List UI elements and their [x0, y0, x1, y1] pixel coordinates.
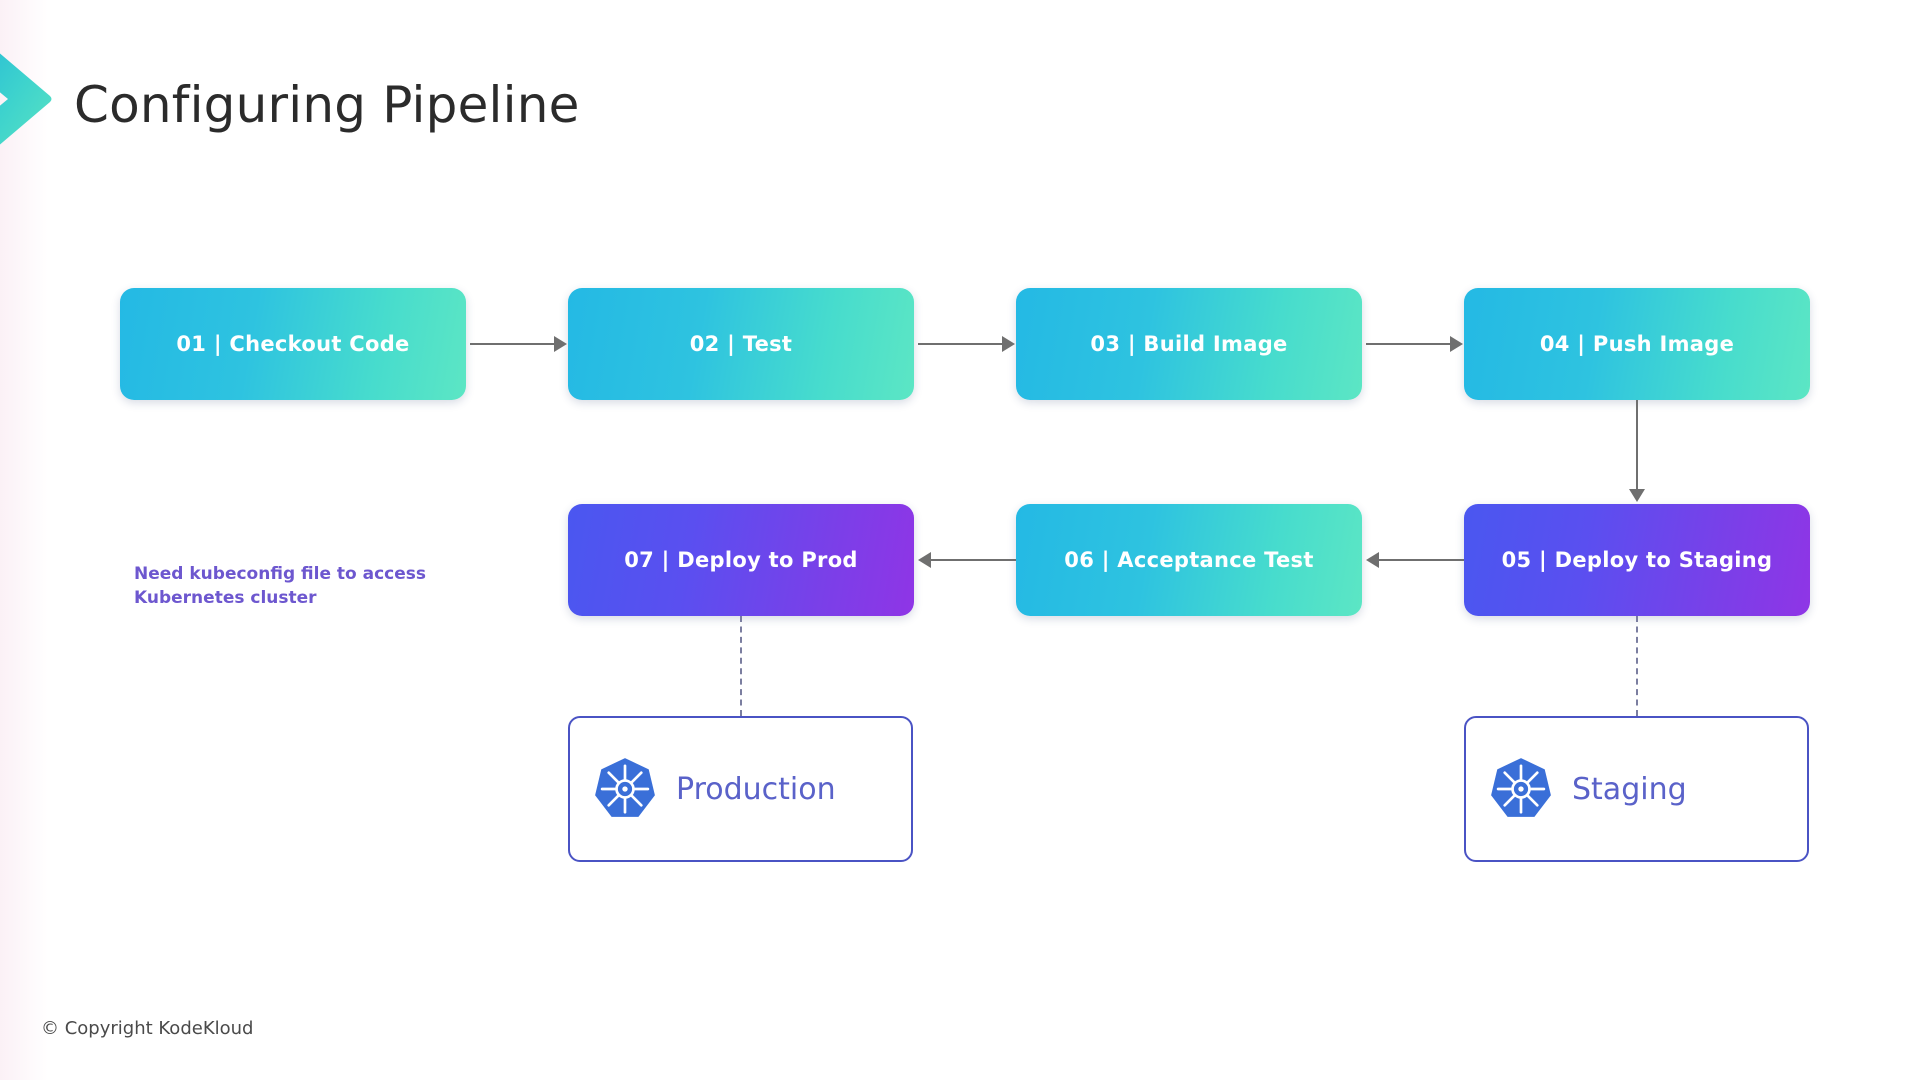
- stage-box-05-deploy-to-staging[interactable]: 05 | Deploy to Staging: [1464, 504, 1810, 616]
- cluster-label: Staging: [1572, 771, 1687, 807]
- stage-box-03-build-image[interactable]: 03 | Build Image: [1016, 288, 1362, 400]
- cluster-card-staging[interactable]: Staging: [1464, 716, 1809, 862]
- stage-label: 01 | Checkout Code: [176, 332, 410, 356]
- stage-box-04-push-image[interactable]: 04 | Push Image: [1464, 288, 1810, 400]
- kubeconfig-note-line1: Need kubeconfig file to access: [134, 564, 427, 584]
- stage-box-02-test[interactable]: 02 | Test: [568, 288, 914, 400]
- stage-label: 06 | Acceptance Test: [1064, 548, 1314, 572]
- stage-box-06-acceptance-test[interactable]: 06 | Acceptance Test: [1016, 504, 1362, 616]
- stage-label: 05 | Deploy to Staging: [1501, 548, 1773, 572]
- cluster-label: Production: [676, 771, 836, 807]
- connector-04-to-05: [1629, 400, 1645, 502]
- connector-03-to-04: [1366, 336, 1464, 352]
- kubernetes-icon: [595, 758, 655, 817]
- stage-label: 07 | Deploy to Prod: [624, 548, 858, 572]
- kubeconfig-note-line2: Kubernetes cluster: [134, 588, 317, 609]
- stage-label: 02 | Test: [689, 332, 793, 356]
- connector-05-to-06: [1366, 552, 1464, 568]
- stage-box-07-deploy-to-prod[interactable]: 07 | Deploy to Prod: [568, 504, 914, 616]
- stage-label: 03 | Build Image: [1090, 332, 1288, 356]
- connector-06-to-07: [918, 552, 1016, 568]
- stage-box-01-checkout-code[interactable]: 01 | Checkout Code: [120, 288, 466, 400]
- stage-label: 04 | Push Image: [1539, 332, 1735, 356]
- copyright-footer: © Copyright KodeKloud: [41, 1018, 254, 1039]
- cluster-card-production[interactable]: Production: [568, 716, 913, 862]
- dashed-link-staging-to-staging-cluster: [1636, 616, 1638, 716]
- kubeconfig-note: Need kubeconfig file to access Kubernete…: [134, 562, 444, 610]
- chevron-right-logo-icon: [0, 53, 52, 145]
- connector-02-to-03: [918, 336, 1016, 352]
- kubernetes-icon: [1491, 758, 1551, 817]
- dashed-link-prod-to-production-cluster: [740, 616, 742, 716]
- connector-01-to-02: [470, 336, 568, 352]
- page-title: Configuring Pipeline: [74, 76, 580, 134]
